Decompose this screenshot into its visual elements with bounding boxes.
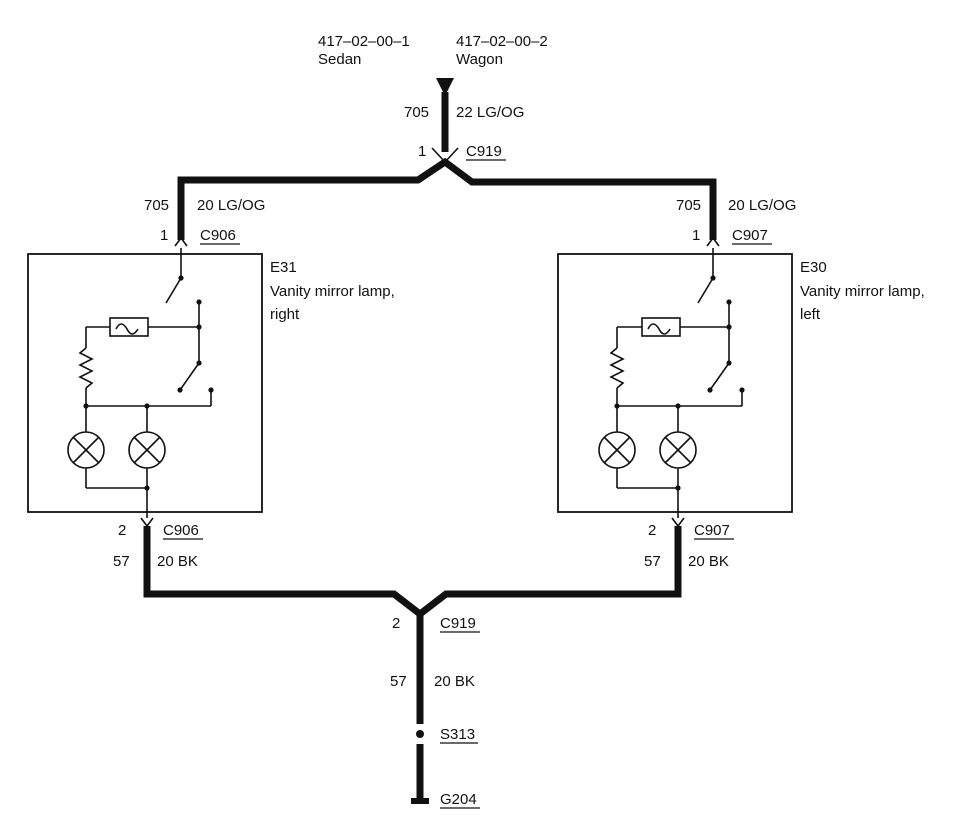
sedan-reference: 417–02–00–1 <box>318 33 410 50</box>
right-c907-connector-icon <box>706 236 720 247</box>
lamp-bulb-icon <box>598 431 636 469</box>
vanity-mirror-lamp-right <box>27 248 263 518</box>
left-connector-in: C906 <box>200 227 236 244</box>
ground-terminal-icon <box>411 798 429 804</box>
left-component-desc: Vanity mirror lamp, <box>270 283 395 300</box>
door-switch-icon <box>165 277 182 304</box>
left-pin-in: 1 <box>160 227 168 244</box>
feed-circuit: 705 <box>404 104 429 121</box>
door-switch-icon <box>697 277 714 304</box>
left-component-desc-2: right <box>270 306 300 323</box>
ground-collector-wire <box>143 526 682 619</box>
power-distribution-wire <box>177 157 717 240</box>
right-wire-spec: 20 LG/OG <box>728 197 796 214</box>
right-component-id: E30 <box>800 259 827 276</box>
left-component-id: E31 <box>270 259 297 276</box>
ground-circuit: 57 <box>390 673 407 690</box>
right-ground-wire-spec: 20 BK <box>688 553 729 570</box>
lamp-bulb-icon <box>67 431 105 469</box>
component-box <box>27 253 263 513</box>
right-c907-lower-connector-icon <box>671 517 685 528</box>
right-component-desc: Vanity mirror lamp, <box>800 283 925 300</box>
right-component-desc-2: left <box>800 306 821 323</box>
left-circuit: 705 <box>144 197 169 214</box>
right-pin-out: 2 <box>648 522 656 539</box>
component-box <box>557 253 793 513</box>
wagon-label: Wagon <box>456 51 503 68</box>
ground-point-label: G204 <box>440 791 477 808</box>
right-connector-in: C907 <box>732 227 768 244</box>
left-ground-circuit: 57 <box>113 553 130 570</box>
right-pin-in: 1 <box>692 227 700 244</box>
feed-wire-spec: 22 LG/OG <box>456 104 524 121</box>
left-c906-lower-connector-icon <box>140 517 154 528</box>
mirror-switch-icon <box>709 362 730 391</box>
feed-pin: 1 <box>418 143 426 160</box>
left-wire-spec: 20 LG/OG <box>197 197 265 214</box>
ground-wire-spec: 20 BK <box>434 673 475 690</box>
splice-icon <box>416 730 424 738</box>
vanity-mirror-lamp-left <box>557 248 793 518</box>
left-c906-connector-icon <box>174 236 188 247</box>
right-circuit: 705 <box>676 197 701 214</box>
sedan-label: Sedan <box>318 51 361 68</box>
feed-arrow-icon <box>436 78 454 96</box>
right-ground-circuit: 57 <box>644 553 661 570</box>
resistor-icon <box>609 347 625 389</box>
lamp-bulb-icon <box>659 431 697 469</box>
wagon-reference: 417–02–00–2 <box>456 33 548 50</box>
right-connector-out: C907 <box>694 522 730 539</box>
mirror-switch-icon <box>179 362 200 391</box>
lamp-bulb-icon <box>128 431 166 469</box>
resistor-icon <box>78 347 94 389</box>
splice-label: S313 <box>440 726 475 743</box>
ground-connector: C919 <box>440 615 476 632</box>
ground-pin: 2 <box>392 615 400 632</box>
feed-connector: C919 <box>466 143 502 160</box>
left-connector-out: C906 <box>163 522 199 539</box>
left-ground-wire-spec: 20 BK <box>157 553 198 570</box>
left-pin-out: 2 <box>118 522 126 539</box>
